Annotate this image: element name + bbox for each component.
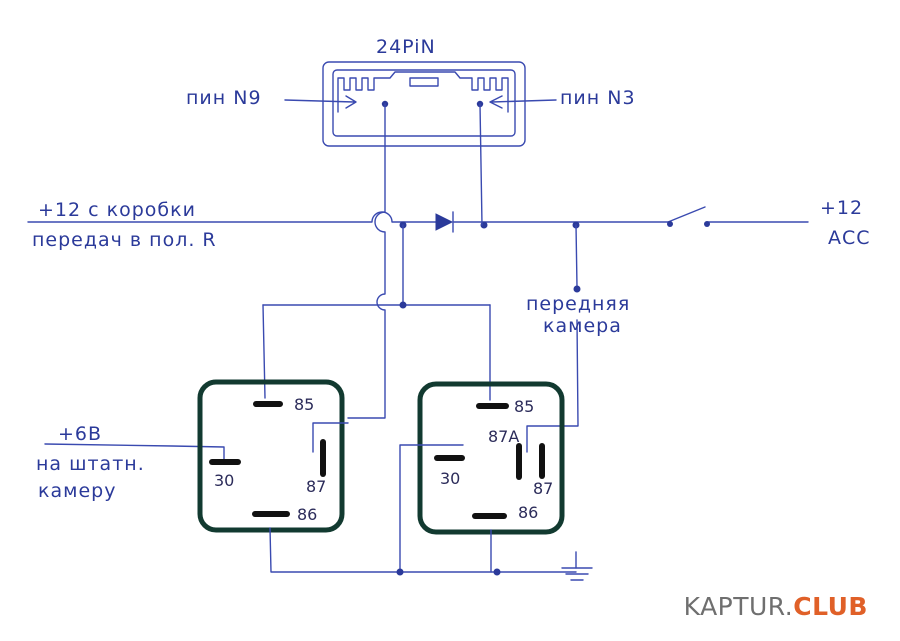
relay-right	[417, 381, 565, 535]
switch-contact-dot	[667, 221, 673, 227]
connector-24pin	[322, 61, 526, 147]
ground-symbol	[561, 551, 593, 581]
pin-arrows	[284, 95, 557, 109]
acc-label-line1: +12	[820, 197, 863, 219]
junction-dot	[396, 568, 404, 576]
pin3-label: пин N3	[560, 87, 636, 109]
switch-contact-dot	[704, 221, 710, 227]
watermark-part2: CLUB	[793, 592, 868, 621]
stock-camera-label-line3: камеру	[38, 480, 116, 502]
relay-right-pin-85: 85	[514, 397, 534, 416]
relay-right-pin-87a: 87А	[488, 427, 519, 446]
front-camera-dot	[573, 285, 581, 293]
ground-wire	[269, 527, 577, 573]
watermark-part1: KAPTUR.	[683, 592, 794, 621]
front-camera-label-line1: передняя	[526, 293, 630, 315]
pin9-wire	[347, 103, 386, 419]
stock-camera-label-line2: на штатн.	[36, 453, 145, 475]
front-camera-wire	[526, 224, 579, 453]
relay-right-pin-30: 30	[440, 469, 460, 488]
connector-title: 24PiN	[376, 36, 436, 58]
relay-left-87-lead	[312, 422, 349, 453]
junction-dot	[493, 568, 501, 576]
site-watermark: KAPTUR.CLUB	[684, 592, 868, 621]
gear-label-line2: передач в пол. R	[32, 229, 217, 251]
acc-label-line2: АСС	[828, 227, 871, 249]
diode	[435, 211, 454, 233]
relay-left-pin-30: 30	[214, 471, 234, 490]
relay-right-pin-86: 86	[518, 503, 538, 522]
front-camera-label-line2: камера	[543, 315, 622, 337]
relay-left	[197, 379, 345, 533]
coil-feed-wire	[262, 224, 491, 401]
relay-right-30-lead	[399, 444, 464, 573]
junction-dot	[399, 301, 407, 309]
stock-camera-label-line1: +6В	[58, 423, 102, 445]
relay-right-pin-87: 87	[533, 479, 553, 498]
relay-left-pin-85: 85	[294, 395, 314, 414]
gear-label-line1: +12 с коробки	[38, 199, 196, 221]
pin3-wire	[479, 103, 483, 226]
relay-left-pin-87: 87	[306, 477, 326, 496]
pin9-label: пин N9	[186, 87, 262, 109]
relay-left-pin-86: 86	[297, 505, 317, 524]
